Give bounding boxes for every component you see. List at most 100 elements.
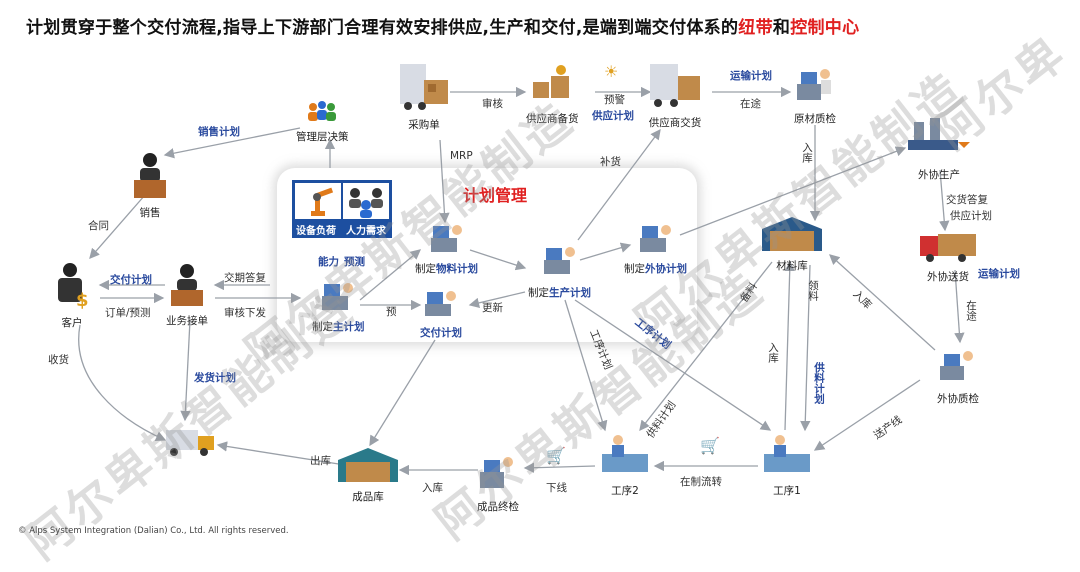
planner-icon bbox=[312, 278, 365, 317]
label-transport-plan-2: 运输计划 bbox=[978, 268, 1020, 280]
label-update: 更新 bbox=[482, 302, 503, 314]
worker-station-icon bbox=[598, 428, 652, 481]
node-supplier-delivery: 供应商交货 bbox=[648, 58, 702, 130]
planner-icon bbox=[624, 220, 687, 259]
conveyor-icon bbox=[904, 112, 974, 165]
label-delivery-plan: 交付计划 bbox=[110, 274, 152, 286]
label-warning: 预警 bbox=[604, 94, 625, 106]
label-supply-plan-2: 供应计划 bbox=[950, 210, 992, 222]
delivery-truck-icon bbox=[648, 58, 702, 113]
node-label: 交付计划 bbox=[420, 327, 462, 339]
label-offline: 下线 bbox=[546, 482, 567, 494]
copyright: © Alps System Integration (Dalian) Co., … bbox=[18, 526, 289, 536]
capability-label: 能力 bbox=[318, 256, 339, 268]
node-order-intake: 业务接单 bbox=[166, 262, 208, 328]
node-label: 制定生产计划 bbox=[528, 287, 591, 299]
lightbulb-icon: ☀ bbox=[604, 62, 619, 81]
label-outbound: 出库 bbox=[310, 455, 331, 467]
node-label: 外协送货 bbox=[927, 271, 969, 283]
node-label: 供应商备货 bbox=[526, 113, 579, 125]
management-team-icon bbox=[296, 100, 349, 127]
label-transport-plan: 运输计划 bbox=[730, 70, 772, 82]
svg-text:$: $ bbox=[76, 290, 89, 310]
node-outsource-delivery: 外协送货 bbox=[918, 232, 978, 284]
warehouse-icon bbox=[336, 446, 400, 487]
equipment-load-label: 设备负荷 bbox=[296, 226, 336, 237]
label-delivery-reply: 交期答复 bbox=[224, 272, 266, 284]
label-review-issue: 审核下发 bbox=[224, 307, 266, 319]
node-delivery-plan: 交付计划 bbox=[420, 286, 462, 340]
node-production-plan: 制定生产计划 bbox=[528, 240, 591, 300]
planner-icon bbox=[528, 240, 591, 283]
flow-arrows bbox=[78, 86, 965, 476]
node-material-warehouse: 材料库 bbox=[760, 215, 824, 273]
node-label: 供应商交货 bbox=[648, 117, 702, 129]
cart-icon: 🛒 bbox=[546, 446, 566, 465]
label-audit: 审核 bbox=[482, 98, 503, 110]
node-sales: 销售 bbox=[130, 150, 170, 220]
robot-arm-icon bbox=[295, 183, 341, 219]
truck-icon bbox=[164, 428, 216, 461]
node-outsource-production: 外协生产 bbox=[904, 112, 974, 182]
label-order-forecast: 订单/预测 bbox=[105, 307, 151, 319]
inspector-icon bbox=[793, 62, 837, 109]
node-final-inspection: 成品终检 bbox=[476, 450, 520, 514]
node-process-1: 工序1 bbox=[760, 428, 814, 498]
node-master-plan: 制定主计划 bbox=[312, 278, 365, 334]
node-label: 客户 bbox=[61, 317, 83, 329]
order-clerk-icon bbox=[166, 262, 208, 311]
cart-icon: 🛒 bbox=[700, 436, 720, 455]
node-label: 管理层决策 bbox=[296, 131, 349, 143]
people-icon bbox=[343, 183, 389, 219]
capacity-panel: 设备负荷 人力需求 bbox=[292, 180, 392, 238]
label-inbound-3: 入库 bbox=[767, 342, 779, 363]
label-sales-plan: 销售计划 bbox=[198, 126, 240, 138]
node-label: 原材质检 bbox=[794, 113, 836, 125]
node-customer: $ 客户 bbox=[52, 260, 92, 330]
node-label: 成品终检 bbox=[477, 501, 519, 513]
node-label: 制定主计划 bbox=[312, 321, 365, 333]
node-label: 工序1 bbox=[773, 485, 801, 497]
truck-boxes-icon bbox=[398, 58, 450, 115]
label-feed-plan: 供料计划 bbox=[813, 362, 825, 404]
planner-icon bbox=[420, 286, 462, 323]
red-truck-icon bbox=[918, 232, 978, 267]
label-feed: 领料 bbox=[807, 280, 819, 301]
node-label: 业务接单 bbox=[166, 315, 208, 327]
node-label: 成品库 bbox=[352, 491, 384, 503]
customer-money-icon: $ bbox=[52, 260, 92, 313]
node-label: 工序2 bbox=[611, 485, 639, 497]
label-mrp: MRP bbox=[450, 150, 473, 162]
node-label: 材料库 bbox=[776, 260, 808, 272]
node-supplier-prep: 供应商备货 bbox=[526, 62, 579, 126]
forecast-label: 预测 bbox=[344, 256, 365, 268]
label-in-transit-2: 在途 bbox=[965, 300, 977, 321]
label-pre: 预 bbox=[386, 306, 397, 318]
worker-station-icon bbox=[760, 428, 814, 481]
node-label: 销售 bbox=[139, 207, 161, 219]
node-raw-material-qc: 原材质检 bbox=[793, 62, 837, 126]
label-receive: 收货 bbox=[48, 354, 69, 366]
label-contract: 合同 bbox=[88, 220, 109, 232]
manpower-label: 人力需求 bbox=[346, 226, 386, 237]
node-label: 外协生产 bbox=[918, 169, 960, 181]
node-outsource-plan: 制定外协计划 bbox=[624, 220, 687, 276]
node-label: 制定外协计划 bbox=[624, 263, 687, 275]
label-in-transit: 在途 bbox=[740, 98, 761, 110]
plan-management-title: 计划管理 bbox=[463, 186, 528, 205]
node-label: 采购单 bbox=[408, 119, 440, 131]
page-title: 计划贯穿于整个交付流程,指导上下游部门合理有效安排供应,生产和交付,是端到端交付… bbox=[26, 18, 860, 38]
label-supply-plan: 供应计划 bbox=[592, 110, 634, 122]
node-purchase-order: 采购单 bbox=[398, 58, 450, 132]
label-delivery-reply-2: 交货答复 bbox=[946, 194, 988, 206]
label-inbound: 入库 bbox=[801, 142, 813, 163]
inspector-icon bbox=[936, 344, 980, 389]
inspector-icon bbox=[476, 450, 520, 497]
label-wip-transfer: 在制流转 bbox=[680, 476, 722, 488]
label-replenish: 补货 bbox=[600, 156, 621, 168]
node-material-plan: 制定物料计划 bbox=[415, 220, 478, 276]
node-management-decision: 管理层决策 bbox=[296, 100, 349, 144]
node-shipping-truck bbox=[164, 428, 216, 463]
warehouse-worker-icon bbox=[526, 62, 579, 109]
node-label: 制定物料计划 bbox=[415, 263, 478, 275]
